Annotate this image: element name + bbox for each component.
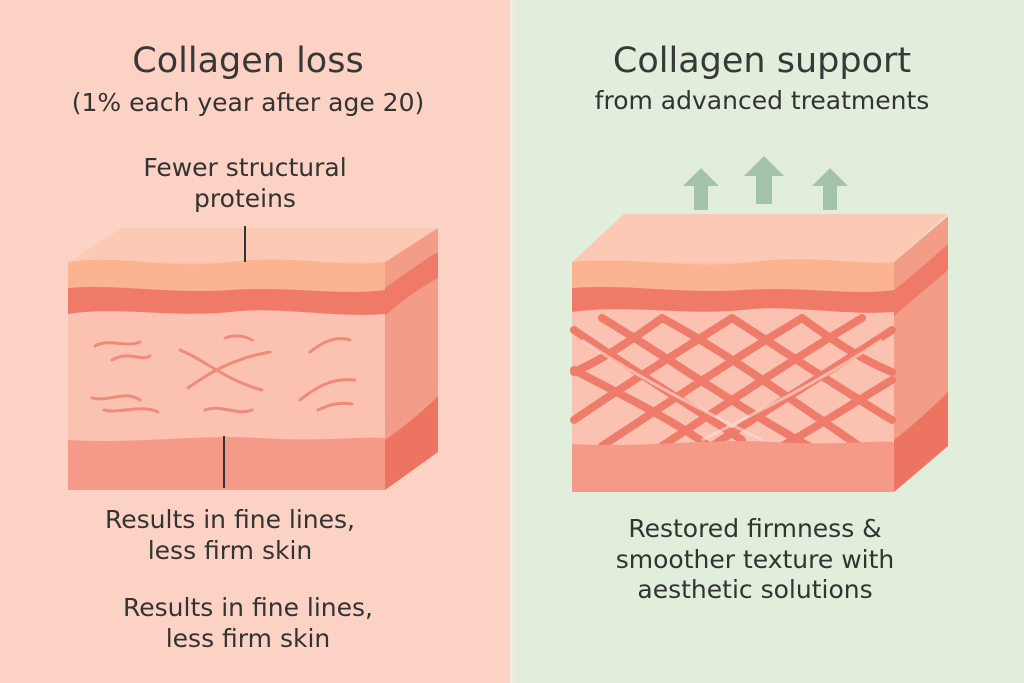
block-top-face	[572, 214, 948, 262]
up-arrow-icon	[683, 168, 719, 210]
restored-firmness-label: Restored firmness & smoother texture wit…	[615, 514, 895, 604]
collagen-band-top	[572, 287, 894, 313]
left-title: Collagen loss	[132, 41, 364, 81]
panel-divider	[510, 0, 513, 683]
hypodermis-layer	[572, 441, 894, 492]
right-title: Collagen support	[612, 41, 912, 81]
skin-block-dense	[570, 156, 948, 492]
right-subtitle: from advanced treatments	[594, 86, 930, 115]
epidermis-layer	[68, 259, 385, 293]
epidermis-layer	[572, 259, 894, 293]
fine-lines-label-2: Results in fine lines, less firm skin	[123, 593, 373, 653]
block-top-face	[70, 228, 438, 262]
collagen-band-top	[68, 287, 385, 315]
skin-block-sparse	[68, 226, 438, 490]
up-arrows	[683, 156, 848, 210]
fewer-proteins-label: Fewer structural proteins	[143, 153, 347, 213]
hypodermis-layer	[68, 437, 385, 490]
up-arrow-icon	[744, 156, 784, 204]
fine-lines-label-1: Results in fine lines, less firm skin	[105, 505, 355, 565]
sparse-collagen-fibres	[90, 334, 357, 414]
up-arrow-icon	[812, 168, 848, 210]
left-subtitle: (1% each year after age 20)	[71, 88, 425, 117]
block-front-face	[572, 262, 894, 492]
